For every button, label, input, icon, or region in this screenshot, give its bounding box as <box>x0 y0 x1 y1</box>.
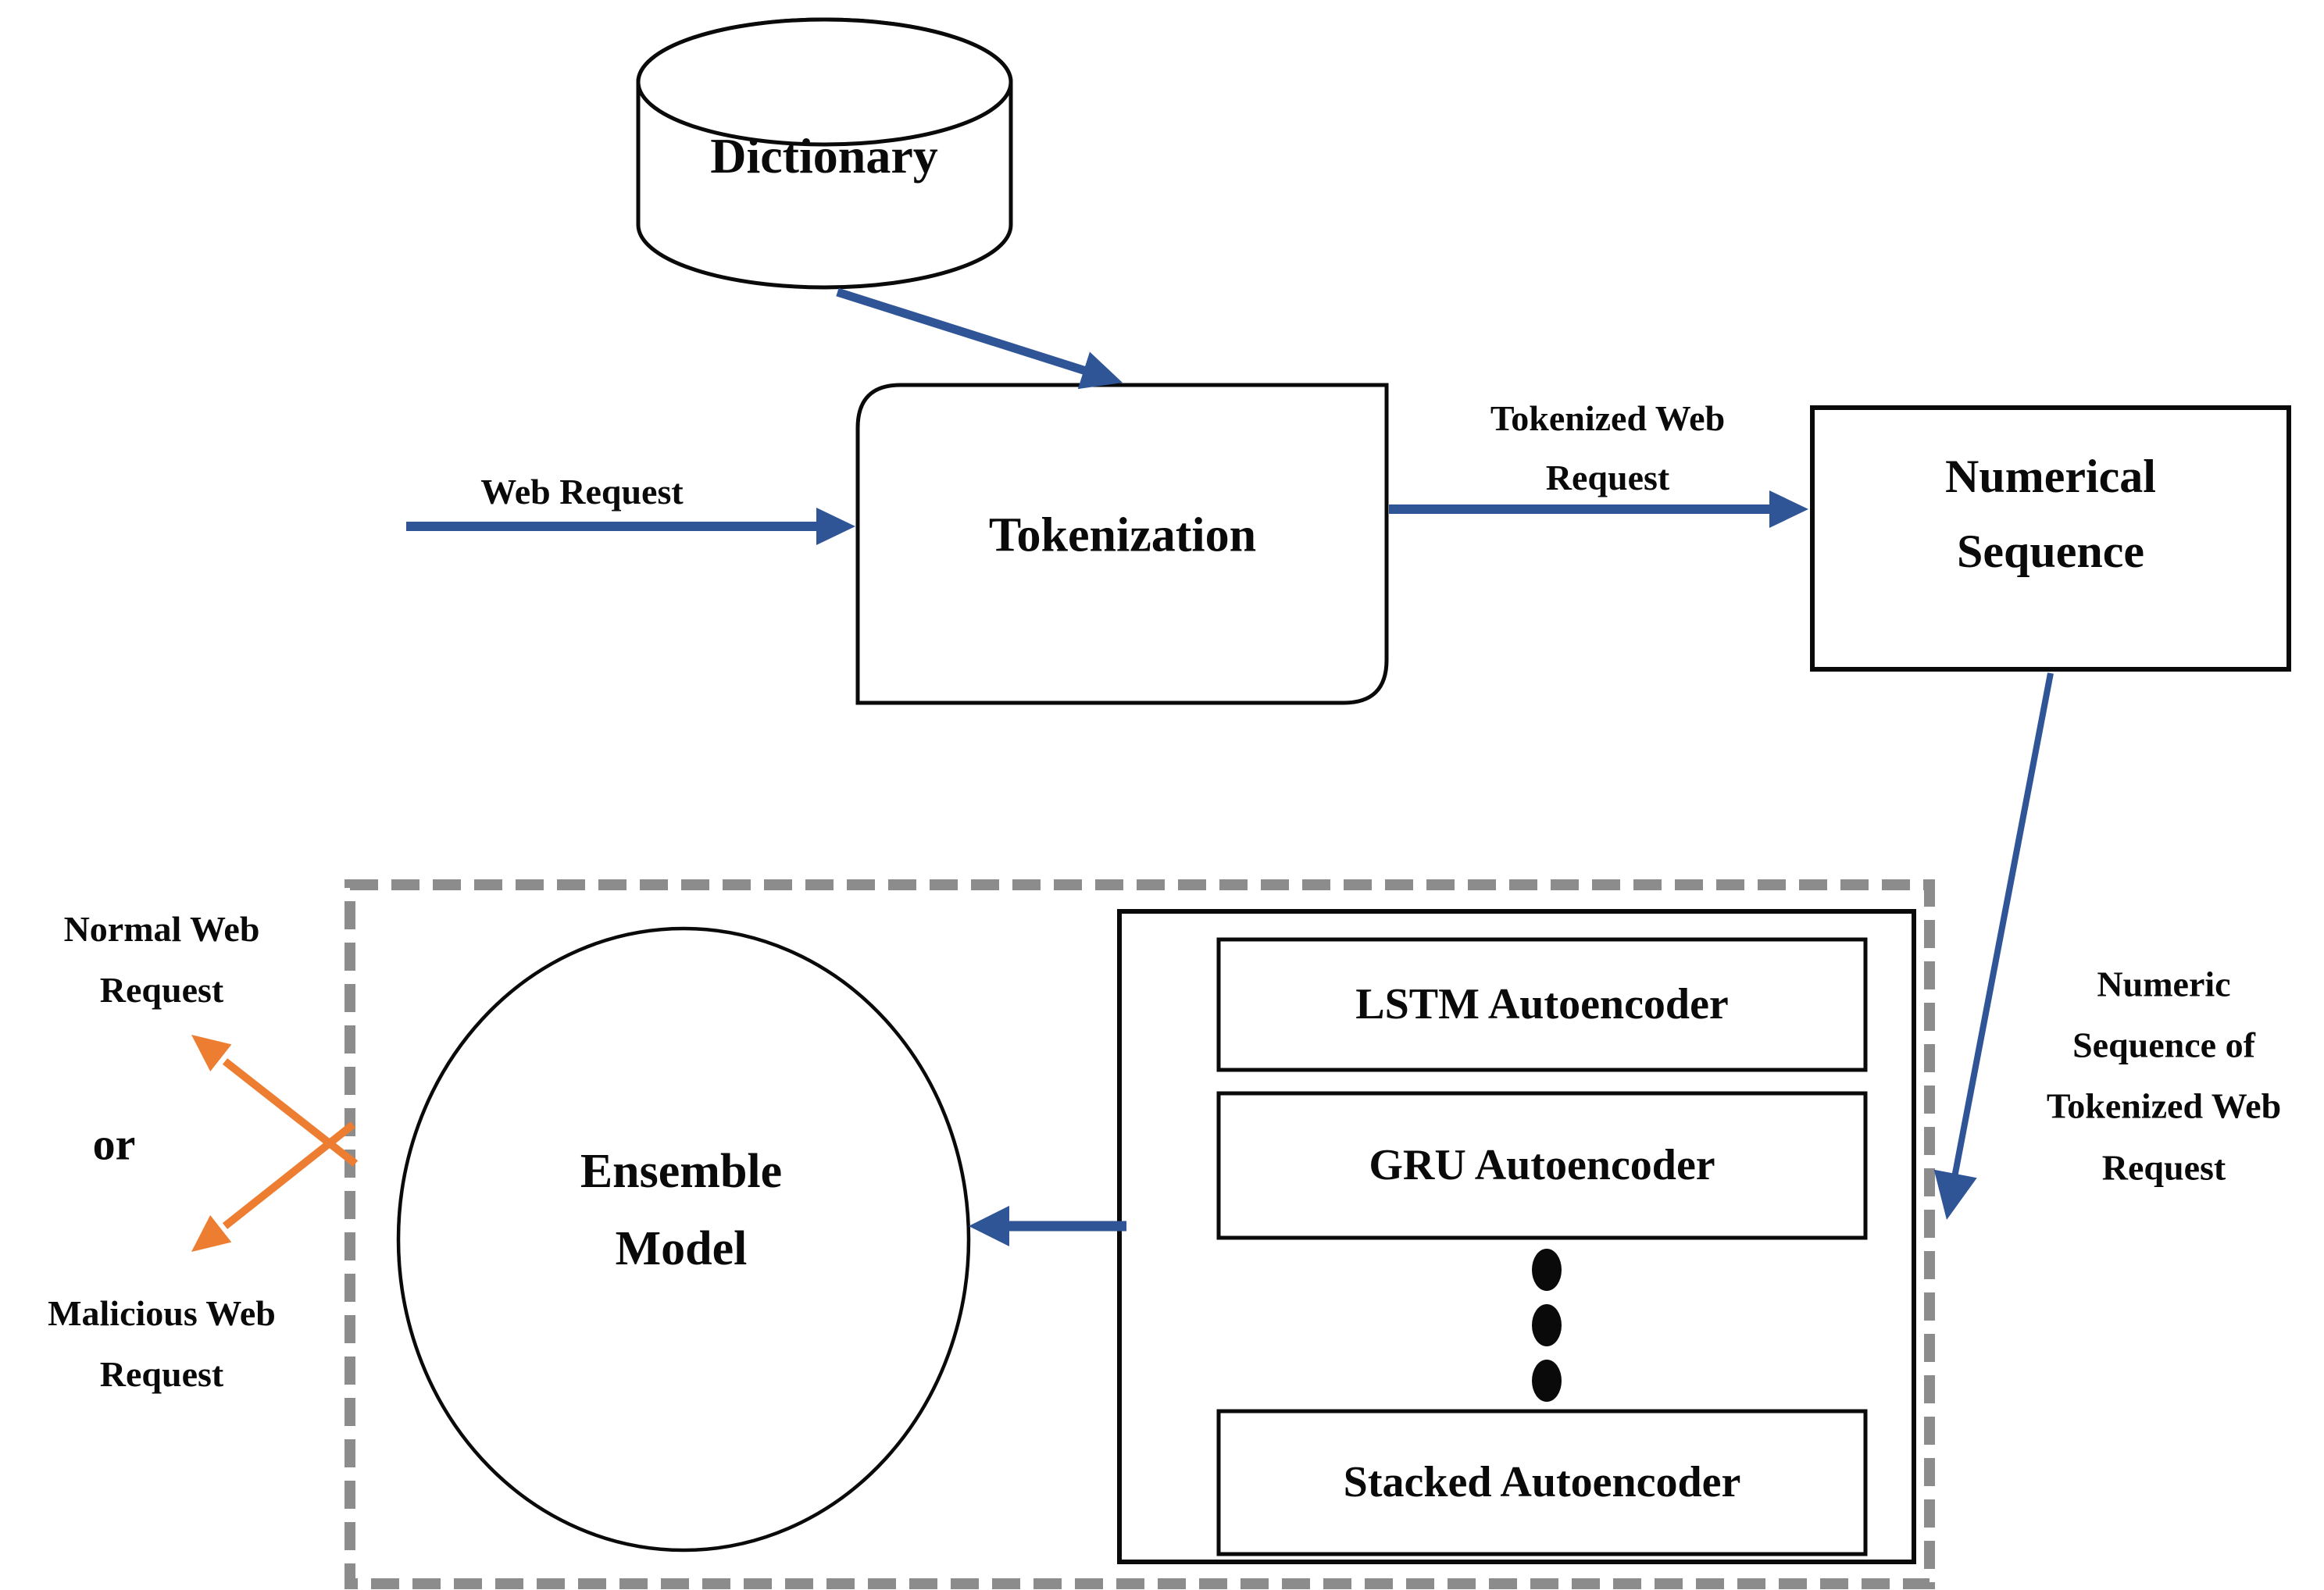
arrow-tokenization-to-numerical-sequence <box>1389 490 1808 528</box>
vertical-ellipsis-dots <box>1532 1249 1562 1402</box>
or-label: or <box>92 1118 136 1170</box>
tokenization-label: Tokenization <box>988 508 1257 562</box>
lstm-autoencoder-box-shape <box>1216 937 1868 1072</box>
lstm-autoencoder-label: LSTM Autoencoder <box>1355 980 1729 1029</box>
arrow-ensemble-to-malicious-request <box>191 1121 356 1252</box>
arrow-ensemble-to-normal-request <box>191 1035 359 1167</box>
ensemble-model-label: Ensemble Model <box>580 1144 783 1275</box>
stacked-autoencoder-label: Stacked Autoencoder <box>1343 1458 1741 1507</box>
ensemble-model-ellipse-shape <box>396 926 971 1553</box>
stacked-autoencoder-box-shape <box>1216 1409 1868 1556</box>
normal-web-request-label: Normal Web Request <box>63 908 260 1010</box>
gru-autoencoder-label: GRU Autoencoder <box>1369 1141 1715 1190</box>
numerical-sequence-label: Numerical Sequence <box>1945 451 2156 577</box>
dictionary-label: Dictionary <box>710 127 938 184</box>
ensemble-region-dashed-border <box>344 879 1935 1589</box>
tokenized-web-request-edge-label: Tokenized Web Request <box>1490 398 1726 497</box>
arrow-dictionary-to-tokenization <box>836 287 1123 390</box>
arrow-numerical-sequence-to-ensemble-region <box>1933 672 2054 1220</box>
numeric-sequence-edge-label: Numeric Sequence of Tokenized Web Reques… <box>2046 964 2282 1188</box>
numerical-sequence-box-shape <box>1810 405 2291 672</box>
gru-autoencoder-box-shape <box>1216 1091 1868 1240</box>
tokenization-box-shape <box>855 383 1389 705</box>
web-request-edge-label: Web Request <box>480 472 684 512</box>
dictionary-cylinder-shape <box>636 17 1013 290</box>
arrow-web-request-to-tokenization <box>406 508 855 545</box>
malicious-web-request-label: Malicious Web Request <box>48 1292 276 1394</box>
arrow-autoencoders-to-ensemble-model <box>969 1206 1126 1246</box>
